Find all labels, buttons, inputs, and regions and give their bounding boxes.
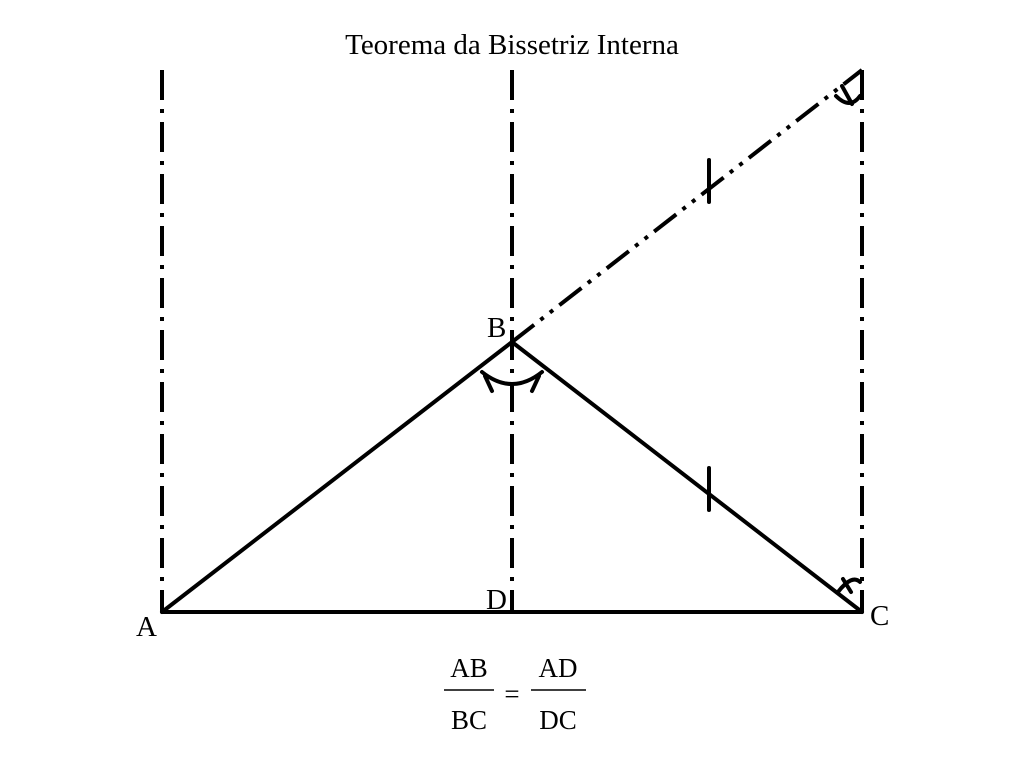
formula-right-denominator: DC [539, 705, 577, 735]
angle-arc-b [480, 370, 544, 386]
point-label-c: C [870, 600, 889, 632]
angle-arc-top [834, 94, 862, 105]
extension-of-ab [510, 68, 864, 344]
diagram-title: Teorema da Bissetriz Interna [345, 29, 679, 61]
angle-tick-c [841, 577, 853, 594]
formula-equals-sign: = [504, 679, 519, 709]
formula-left-numerator: AB [450, 653, 488, 683]
angle-arc-c [836, 577, 862, 594]
formula-right-numerator: AD [539, 653, 578, 683]
formula-left-denominator: BC [451, 705, 487, 735]
side-bc [510, 340, 864, 614]
point-label-d: D [486, 584, 507, 616]
point-label-b: B [487, 312, 506, 344]
angle-tick-top [840, 84, 854, 106]
angle-tick-b-right [530, 374, 541, 393]
bisector-ratio-formula: AB BC = AD DC [444, 653, 586, 735]
angle-tick-b-left [483, 374, 494, 393]
side-ab [160, 340, 514, 614]
point-label-a: A [136, 611, 157, 643]
